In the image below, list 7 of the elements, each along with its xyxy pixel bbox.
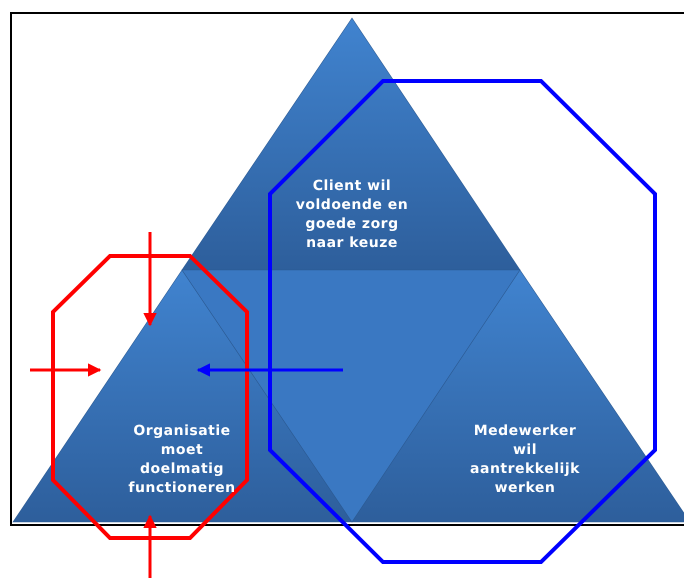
segment-label: Medewerker wil aantrekkelijk werken — [469, 422, 581, 498]
arrow — [143, 514, 157, 578]
segment-label: Organisatie moet doelmatig functioneren — [127, 422, 237, 498]
segment-label: Client wil voldoende en goede zorg naar keuze — [294, 177, 410, 253]
arrow — [143, 232, 157, 326]
arrow — [196, 363, 343, 377]
arrow — [30, 363, 102, 377]
